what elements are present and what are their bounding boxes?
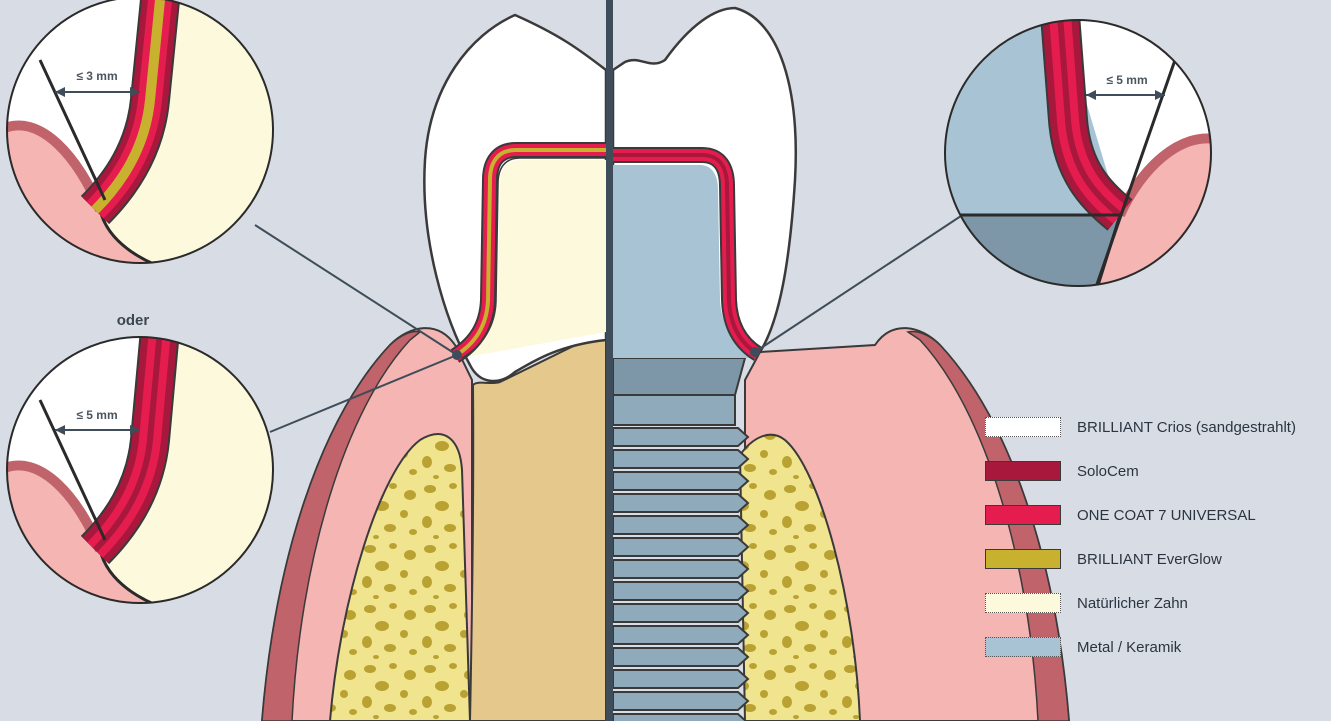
- legend-swatch: [985, 461, 1061, 481]
- callout-top-left: ≤ 3 mm: [0, 0, 280, 275]
- implant-thread: [613, 516, 748, 534]
- measure-label-top-left: ≤ 3 mm: [76, 69, 117, 83]
- legend-label: Natürlicher Zahn: [1077, 595, 1188, 612]
- implant-thread: [613, 538, 748, 556]
- implant: [613, 358, 748, 721]
- legend-item: BRILLIANT EverGlow: [985, 544, 1331, 574]
- implant-thread: [613, 450, 748, 468]
- separator-text: oder: [117, 312, 150, 329]
- legend-label: SoloCem: [1077, 463, 1139, 480]
- legend-item: ONE COAT 7 UNIVERSAL: [985, 500, 1331, 530]
- callout-right: ≤ 5 mm: [940, 15, 1220, 295]
- implant-thread: [613, 494, 748, 512]
- legend-item: Metal / Keramik: [985, 632, 1331, 662]
- implant-thread: [613, 428, 748, 446]
- implant-thread: [613, 472, 748, 490]
- legend-item: Natürlicher Zahn: [985, 588, 1331, 618]
- legend-label: ONE COAT 7 UNIVERSAL: [1077, 507, 1256, 524]
- implant-thread: [613, 560, 748, 578]
- implant-thread: [613, 648, 748, 666]
- legend-swatch: [985, 417, 1061, 437]
- implant-thread: [613, 626, 748, 644]
- legend-item: BRILLIANT Crios (sandgestrahlt): [985, 412, 1331, 442]
- legend-label: BRILLIANT Crios (sandgestrahlt): [1077, 419, 1296, 436]
- center-divider: [606, 0, 613, 721]
- legend-label: Metal / Keramik: [1077, 639, 1181, 656]
- legend-swatch: [985, 593, 1061, 613]
- implant-thread: [613, 604, 748, 622]
- callout-line-top: [255, 225, 457, 355]
- measure-label-right: ≤ 5 mm: [1106, 73, 1147, 87]
- legend-swatch: [985, 505, 1061, 525]
- legend: BRILLIANT Crios (sandgestrahlt) SoloCem …: [985, 412, 1331, 676]
- legend-swatch: [985, 637, 1061, 657]
- implant-thread: [613, 714, 748, 721]
- legend-label: BRILLIANT EverGlow: [1077, 551, 1222, 568]
- implant-thread: [613, 692, 748, 710]
- callout-bottom-left: ≤ 5 mm: [0, 330, 280, 615]
- legend-swatch: [985, 549, 1061, 569]
- implant-thread: [613, 582, 748, 600]
- tooth-root: [470, 330, 606, 721]
- legend-item: SoloCem: [985, 456, 1331, 486]
- measure-label-bottom-left: ≤ 5 mm: [76, 408, 117, 422]
- implant-thread: [613, 670, 748, 688]
